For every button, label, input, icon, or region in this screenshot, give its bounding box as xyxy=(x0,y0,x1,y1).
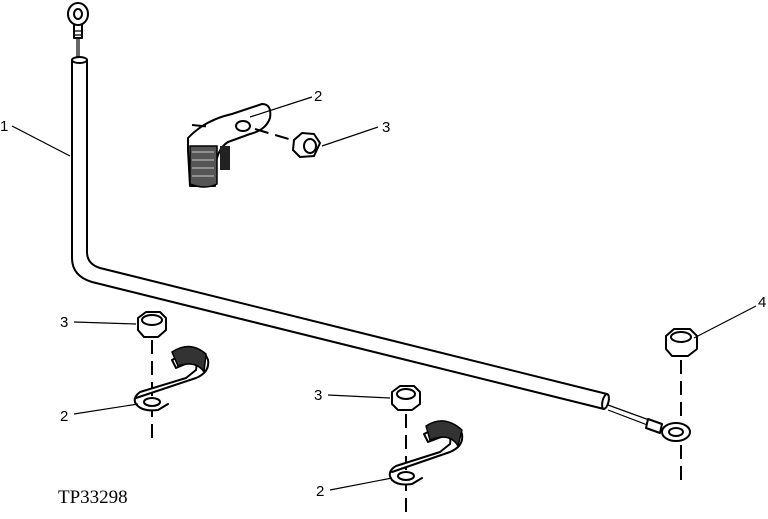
clamp-top xyxy=(187,103,272,188)
clamp-left xyxy=(133,345,210,412)
callout-nut-top: 3 xyxy=(382,119,390,136)
ring-terminal-top xyxy=(67,2,89,58)
leader-lines xyxy=(11,96,757,491)
nut-left xyxy=(137,311,167,338)
callout-nut-left: 3 xyxy=(60,314,68,331)
wire-sheath xyxy=(71,59,608,410)
callout-clamp-left: 2 xyxy=(60,408,68,425)
nut-top xyxy=(292,132,321,158)
callout-nut-mid: 3 xyxy=(314,387,322,404)
nut-mid xyxy=(391,385,421,411)
figure-id: TP33298 xyxy=(58,487,128,508)
center-line-top xyxy=(191,124,293,141)
callout-clamp-top: 2 xyxy=(314,88,322,105)
clamp-mid xyxy=(388,420,464,486)
ground-wire xyxy=(67,2,691,442)
nut-right xyxy=(665,328,698,357)
callout-wire: 1 xyxy=(0,118,8,135)
callout-nut-right: 4 xyxy=(758,294,766,311)
ring-terminal-bottom xyxy=(645,418,691,442)
callout-clamp-mid: 2 xyxy=(316,483,324,500)
